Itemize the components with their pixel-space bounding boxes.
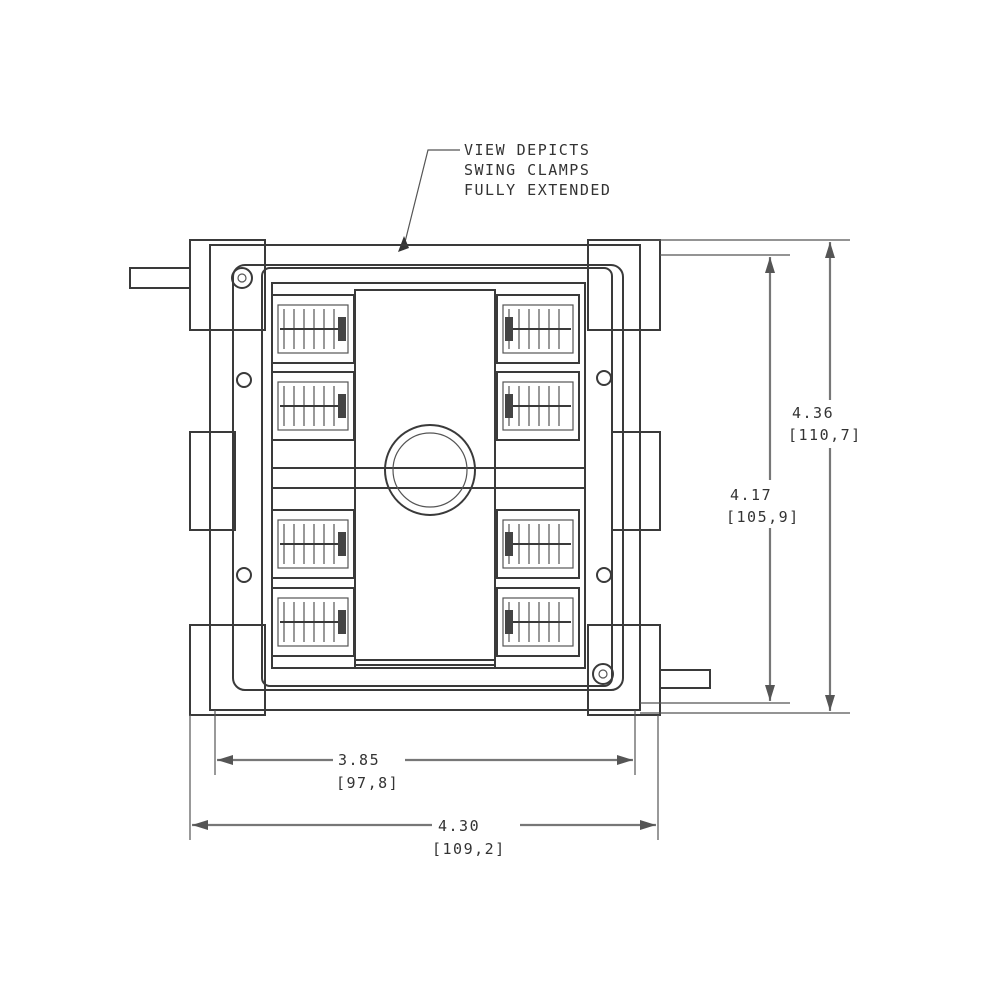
swing-clamp <box>496 509 580 579</box>
dimension-lines <box>189 239 850 840</box>
overall-height-inch: 4.36 <box>792 404 834 422</box>
overall-width-inch: 4.30 <box>438 817 480 835</box>
swing-clamp <box>271 371 355 441</box>
swing-clamps <box>271 294 580 657</box>
callout-leader <box>398 149 460 252</box>
note-line-2: SWING CLAMPS <box>464 161 590 179</box>
overall-width-mm: [109,2] <box>432 840 506 858</box>
inner-width-inch: 3.85 <box>338 751 380 769</box>
inner-height-inch: 4.17 <box>730 486 772 504</box>
note-line-1: VIEW DEPICTS <box>464 141 590 159</box>
swing-clamp <box>496 371 580 441</box>
overall-height-mm: [110,7] <box>788 426 862 444</box>
box-outline <box>129 239 711 716</box>
note-line-3: FULLY EXTENDED <box>464 181 611 199</box>
swing-clamp <box>496 294 580 364</box>
inner-height-mm: [105,9] <box>726 508 800 526</box>
center-knockout <box>271 289 586 669</box>
swing-clamp <box>271 294 355 364</box>
swing-clamp <box>271 509 355 579</box>
swing-clamp <box>271 587 355 657</box>
swing-clamp <box>496 587 580 657</box>
mounting-holes <box>231 267 614 685</box>
inner-width-mm: [97,8] <box>336 774 399 792</box>
